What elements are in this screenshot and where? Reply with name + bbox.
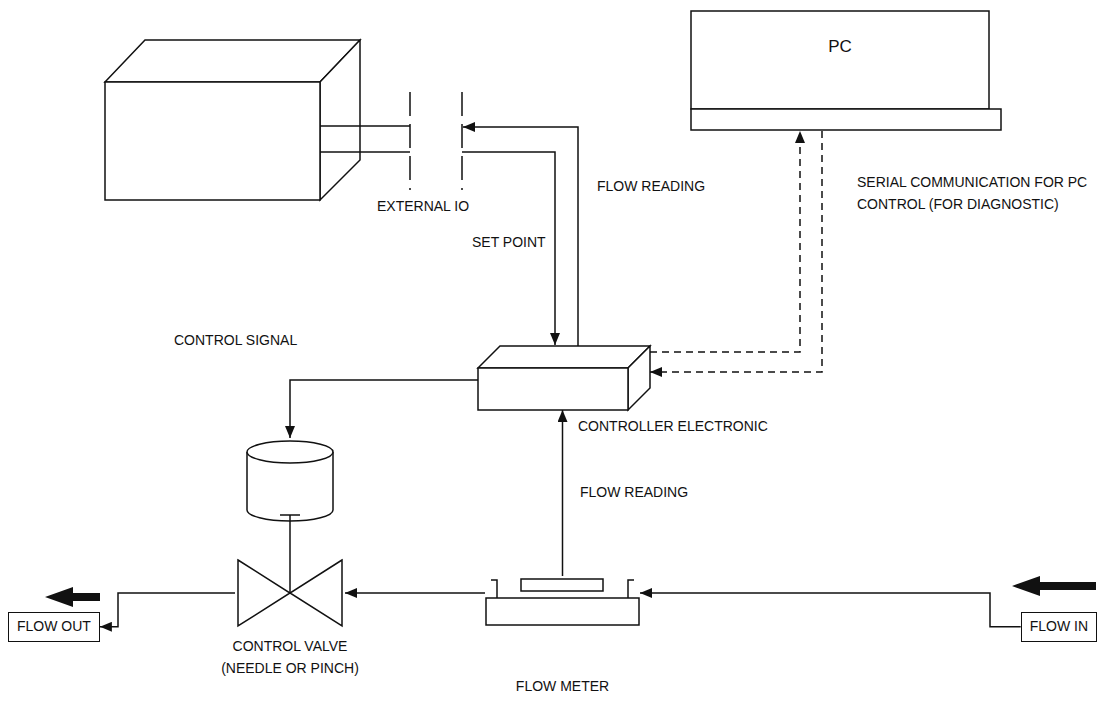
connector-label: EXTERNAL IO	[375, 196, 471, 218]
io-cable	[320, 126, 410, 152]
signal-connector	[562, 410, 564, 576]
pc-monitor-outline	[690, 10, 1002, 131]
node-text: FLOW METER	[485, 676, 640, 698]
controller-box: CONTROLLER ELECTRONIC	[478, 346, 650, 410]
controller-box-outline	[478, 346, 650, 410]
note-text: SERIAL COMMUNICATION FOR PC CONTROL (FOR…	[855, 172, 1095, 215]
pc-monitor: PC	[690, 10, 1002, 131]
signal-connector	[100, 593, 235, 627]
set-point-line	[462, 152, 555, 345]
control-valve: CONTROL VALVE (NEEDLE OR PINCH)	[235, 438, 345, 628]
control-valve-outline	[235, 438, 345, 628]
connector-label: FLOW READING	[578, 482, 690, 504]
serial-link	[650, 131, 822, 372]
node-text: FLOW OUT	[17, 616, 91, 638]
node-text: FLOW IN	[1030, 616, 1088, 638]
signal-connector	[640, 593, 1021, 627]
signal-connector	[290, 380, 478, 438]
flow-in-arrow	[1012, 576, 1096, 596]
connector-label: CONTROL SIGNAL	[172, 330, 299, 352]
flow-reading-line	[463, 127, 578, 346]
serial-link	[650, 131, 800, 352]
node-text: CONTROL VALVE (NEEDLE OR PINCH)	[215, 636, 365, 679]
flow-out-arrow	[45, 587, 100, 607]
node-text: CONTROLLER ELECTRONIC	[578, 416, 768, 438]
io-connector	[410, 92, 462, 190]
flow-meter-outline	[485, 576, 640, 626]
node-text: PC	[690, 34, 990, 60]
flow-out-box: FLOW OUT	[8, 612, 100, 642]
flow-in-box: FLOW IN	[1021, 612, 1097, 642]
signal-label: SET POINT	[470, 232, 548, 254]
flow-meter: FLOW METER	[485, 576, 640, 626]
signal-label: FLOW READING	[595, 176, 707, 198]
equipment-box	[105, 40, 360, 200]
signal-connector	[345, 592, 485, 594]
